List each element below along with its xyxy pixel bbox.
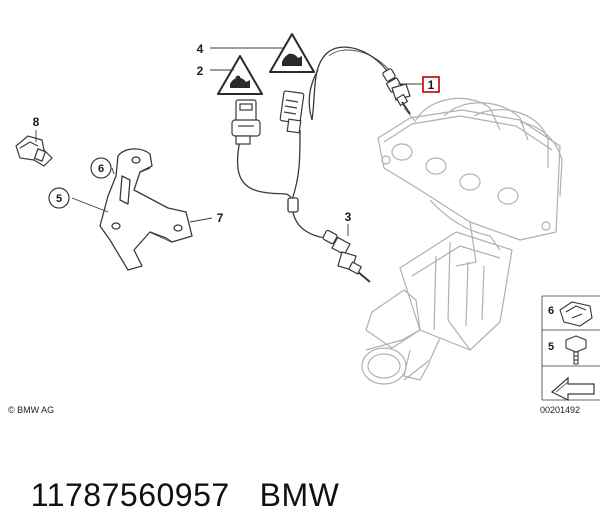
clip-nut-icon bbox=[559, 301, 593, 327]
arrow-icon bbox=[550, 376, 595, 401]
warning-triangle-left bbox=[217, 55, 263, 95]
callout-4[interactable]: 4 bbox=[197, 42, 204, 56]
sensor-harness-drawing bbox=[236, 69, 327, 239]
callout-6-circle bbox=[90, 157, 112, 179]
callout-6[interactable]: 6 bbox=[98, 163, 104, 175]
callout-2[interactable]: 2 bbox=[197, 64, 204, 78]
bolt-icon bbox=[565, 335, 587, 365]
legend-6-label: 6 bbox=[548, 305, 554, 317]
callout-1[interactable]: 1 bbox=[428, 78, 435, 92]
callout-5-circle bbox=[48, 187, 70, 209]
clip-8-drawing bbox=[15, 135, 53, 167]
warning-triangle-right bbox=[269, 33, 315, 73]
part-number: 11787560957 bbox=[30, 477, 230, 513]
bracket-7-drawing bbox=[99, 148, 193, 271]
callout-3[interactable]: 3 bbox=[345, 210, 352, 224]
callout-5[interactable]: 5 bbox=[56, 193, 62, 205]
diagram-reference-number: 00201492 bbox=[540, 405, 581, 415]
legend-5-label: 5 bbox=[548, 341, 554, 353]
brand-name: BMW bbox=[259, 477, 340, 513]
oxygen-sensor-1-drawing bbox=[311, 46, 411, 121]
copyright-label: © BMW AG bbox=[8, 405, 55, 415]
connector-2-drawing bbox=[231, 99, 261, 145]
connector-4-drawing bbox=[279, 90, 305, 134]
callout-1-box bbox=[422, 76, 440, 93]
callout-7[interactable]: 7 bbox=[217, 211, 224, 225]
parts-diagram: 1 2 4 3 7 8 6 5 6 5 bbox=[15, 33, 600, 401]
oxygen-sensor-3-drawing bbox=[322, 229, 371, 283]
exhaust-manifold-drawing bbox=[361, 97, 563, 385]
leader-lines bbox=[35, 47, 422, 236]
small-parts-legend bbox=[541, 295, 600, 401]
callout-8[interactable]: 8 bbox=[33, 115, 40, 129]
